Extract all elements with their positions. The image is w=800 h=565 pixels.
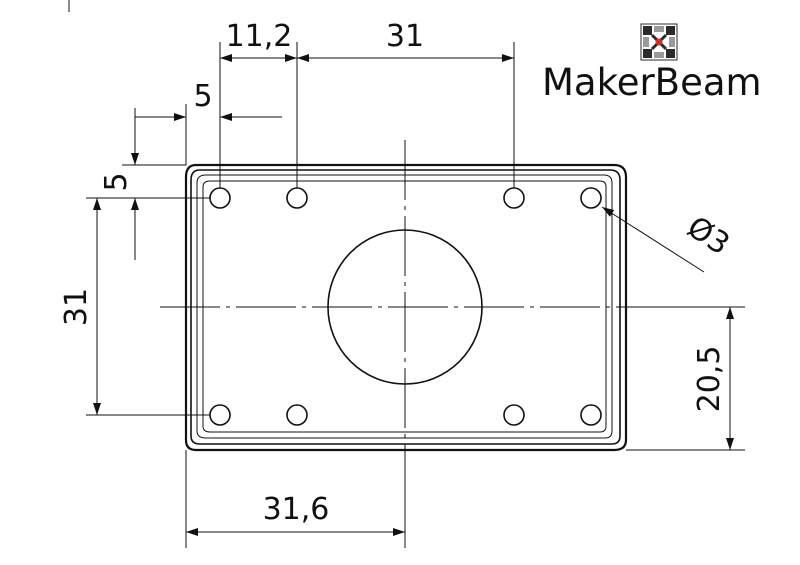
brand-name: MakerBeam	[542, 61, 762, 104]
dim-label-31-top: 31	[386, 19, 424, 54]
hole-top-1	[209, 187, 231, 209]
extension-lines	[86, 42, 745, 548]
hole-bottom-1	[209, 404, 231, 426]
dimension-lines	[93, 54, 734, 536]
makerbeam-cube-logo-icon	[640, 23, 678, 61]
hole-bottom-2	[286, 404, 308, 426]
hole-top-4	[580, 187, 602, 209]
dim-label-5-horizontal: 5	[193, 79, 212, 114]
dim-label-31-vertical: 31	[59, 288, 94, 326]
hole-bottom-4	[580, 404, 602, 426]
dim-label-11-2: 11,2	[226, 19, 293, 54]
dim-label-31-6: 31,6	[263, 492, 330, 527]
dim-label-diameter-3: Ø3	[681, 210, 736, 263]
hole-bottom-3	[503, 404, 525, 426]
dim-label-20-5: 20,5	[692, 346, 727, 413]
plate-outline	[184, 163, 628, 452]
hole-top-2	[286, 187, 308, 209]
dim-label-5-vertical: 5	[99, 172, 134, 191]
hole-top-3	[503, 187, 525, 209]
diameter-leader	[601, 206, 705, 273]
